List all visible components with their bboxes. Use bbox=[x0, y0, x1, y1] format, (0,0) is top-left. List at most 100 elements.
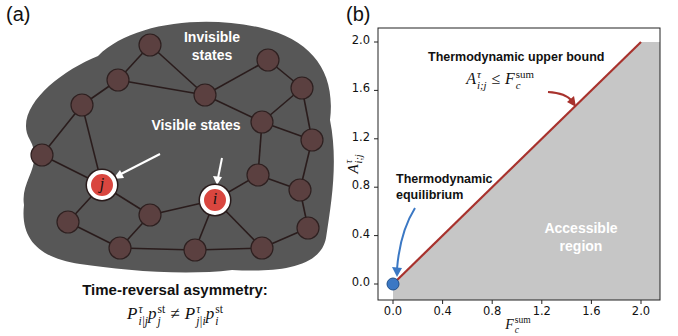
subscript: i|j bbox=[138, 316, 148, 328]
equilibrium-arrow bbox=[397, 208, 415, 269]
script-stack: sumc bbox=[516, 69, 534, 91]
region-shape bbox=[393, 42, 660, 300]
x-tick-label-box: 2.0 bbox=[624, 305, 658, 319]
superscript: st bbox=[215, 304, 223, 316]
blob-outline bbox=[0, 0, 340, 278]
asymmetry-title: Time-reversal asymmetry: bbox=[25, 281, 325, 299]
x-tick-label: 0.0 bbox=[376, 305, 410, 319]
hidden-state bbox=[257, 49, 279, 71]
math-symbol: A bbox=[466, 70, 476, 87]
y-axis-label: Aτi;j bbox=[344, 154, 364, 173]
superscript: τ bbox=[477, 69, 487, 80]
state-label: i bbox=[213, 191, 217, 207]
shaded-area bbox=[393, 42, 660, 300]
x-tick-label: 1.6 bbox=[574, 305, 608, 319]
bound-formula: Aτi;j ≤ Fsumc bbox=[466, 69, 534, 91]
region-text-box: Invisible states bbox=[167, 28, 257, 64]
script-stack: τi;j bbox=[477, 69, 487, 91]
y-tick-label-box: 0.0 bbox=[336, 276, 370, 290]
hidden-state bbox=[251, 237, 273, 259]
hidden-network-region: Invisible statesVisible states j i bbox=[0, 0, 340, 278]
math-operator: ≠ bbox=[170, 305, 179, 324]
script-stack: sti bbox=[215, 304, 223, 327]
state-label: j bbox=[100, 176, 104, 192]
asymmetry-formula: Pτi|jpstj≠Pτj|ipsti bbox=[127, 304, 223, 327]
panel-letter: (a) bbox=[6, 3, 30, 25]
hidden-state bbox=[291, 77, 313, 99]
pointer-line bbox=[119, 154, 160, 175]
arrow-head bbox=[567, 96, 576, 107]
network-link bbox=[118, 80, 205, 95]
math-symbol: P bbox=[185, 305, 195, 324]
y-tick-label-box: 1.6 bbox=[336, 82, 370, 96]
subscript: i;j bbox=[477, 80, 487, 91]
y-tick-label-box: 0.4 bbox=[336, 228, 370, 242]
subscript: j|i bbox=[196, 316, 206, 328]
hidden-state bbox=[57, 211, 79, 233]
x-tick-label-box: 0.8 bbox=[475, 305, 509, 319]
x-tick-label: 0.4 bbox=[426, 305, 460, 319]
math-symbol: F bbox=[505, 70, 515, 87]
y-tick-label-box: 1.2 bbox=[336, 131, 370, 145]
math-symbol: p bbox=[206, 305, 215, 324]
region-label: Accessible region bbox=[531, 220, 631, 255]
x-tick-label: 0.8 bbox=[475, 305, 509, 319]
y-tick-label: 0.8 bbox=[336, 179, 370, 193]
x-axis-label: Fsumc bbox=[505, 316, 530, 335]
script-stack: τi|j bbox=[138, 304, 148, 327]
hidden-state bbox=[107, 69, 129, 91]
subscript: c bbox=[515, 326, 531, 336]
superscript: st bbox=[158, 304, 166, 316]
superscript: sum bbox=[515, 316, 531, 326]
bound-annotation: Thermodynamic upper bound bbox=[428, 50, 604, 64]
hidden-state bbox=[247, 164, 269, 186]
script-stack: stj bbox=[158, 304, 166, 327]
x-tick-label-box: 0.4 bbox=[426, 305, 460, 319]
bound-annotation-box: Thermodynamic upper bound bbox=[428, 47, 604, 65]
hidden-state bbox=[71, 94, 93, 116]
subscript: c bbox=[516, 80, 534, 91]
y-tick-label: 1.6 bbox=[336, 82, 370, 96]
region-text-box: Accessible region bbox=[531, 220, 631, 255]
math-symbol: P bbox=[127, 305, 137, 324]
hidden-state bbox=[31, 144, 53, 166]
script-stack: τj|i bbox=[196, 304, 206, 327]
pointer-line bbox=[218, 158, 222, 178]
math-symbol: A bbox=[344, 164, 360, 173]
y-tick-label: 0.0 bbox=[336, 276, 370, 290]
hidden-state bbox=[109, 237, 131, 259]
math-symbol: F bbox=[505, 317, 514, 332]
equilibrium-annotation: Thermodynamic equilibrium bbox=[396, 172, 501, 203]
superscript: τ bbox=[196, 304, 206, 316]
axes-frame bbox=[378, 28, 660, 300]
x-tick-label: 2.0 bbox=[624, 305, 658, 319]
y-tick-label: 2.0 bbox=[336, 34, 370, 48]
x-tick-label-box: 0.0 bbox=[376, 305, 410, 319]
arrow-head bbox=[392, 267, 402, 277]
superscript: τ bbox=[138, 304, 148, 316]
arrow-head bbox=[213, 176, 222, 185]
bound-arrow bbox=[548, 92, 572, 101]
subscript: i;j bbox=[354, 154, 364, 163]
invisible-label: Invisible states bbox=[167, 28, 257, 64]
superscript: τ bbox=[344, 154, 354, 163]
hidden-state bbox=[184, 239, 206, 261]
script-stack: sumc bbox=[515, 316, 531, 335]
panel-letter-box: (b) bbox=[346, 2, 370, 26]
superscript: sum bbox=[516, 69, 534, 80]
visible-state: i bbox=[200, 185, 230, 215]
hidden-state bbox=[289, 179, 311, 201]
script-stack: τi;j bbox=[344, 154, 364, 163]
hidden-state bbox=[297, 217, 319, 239]
blob-shape bbox=[23, 22, 333, 273]
panel-letter-box: (a) bbox=[6, 2, 30, 26]
y-tick-label: 0.4 bbox=[336, 228, 370, 242]
visible-state: j bbox=[87, 170, 117, 200]
accessible-region: Accessible region bbox=[393, 42, 660, 300]
math-operator: ≤ bbox=[491, 70, 500, 87]
visible-label: Visible states bbox=[148, 116, 244, 134]
asymmetry-title-box: Time-reversal asymmetry: bbox=[25, 281, 325, 299]
hidden-state bbox=[139, 34, 161, 56]
subscript: i bbox=[215, 316, 223, 328]
